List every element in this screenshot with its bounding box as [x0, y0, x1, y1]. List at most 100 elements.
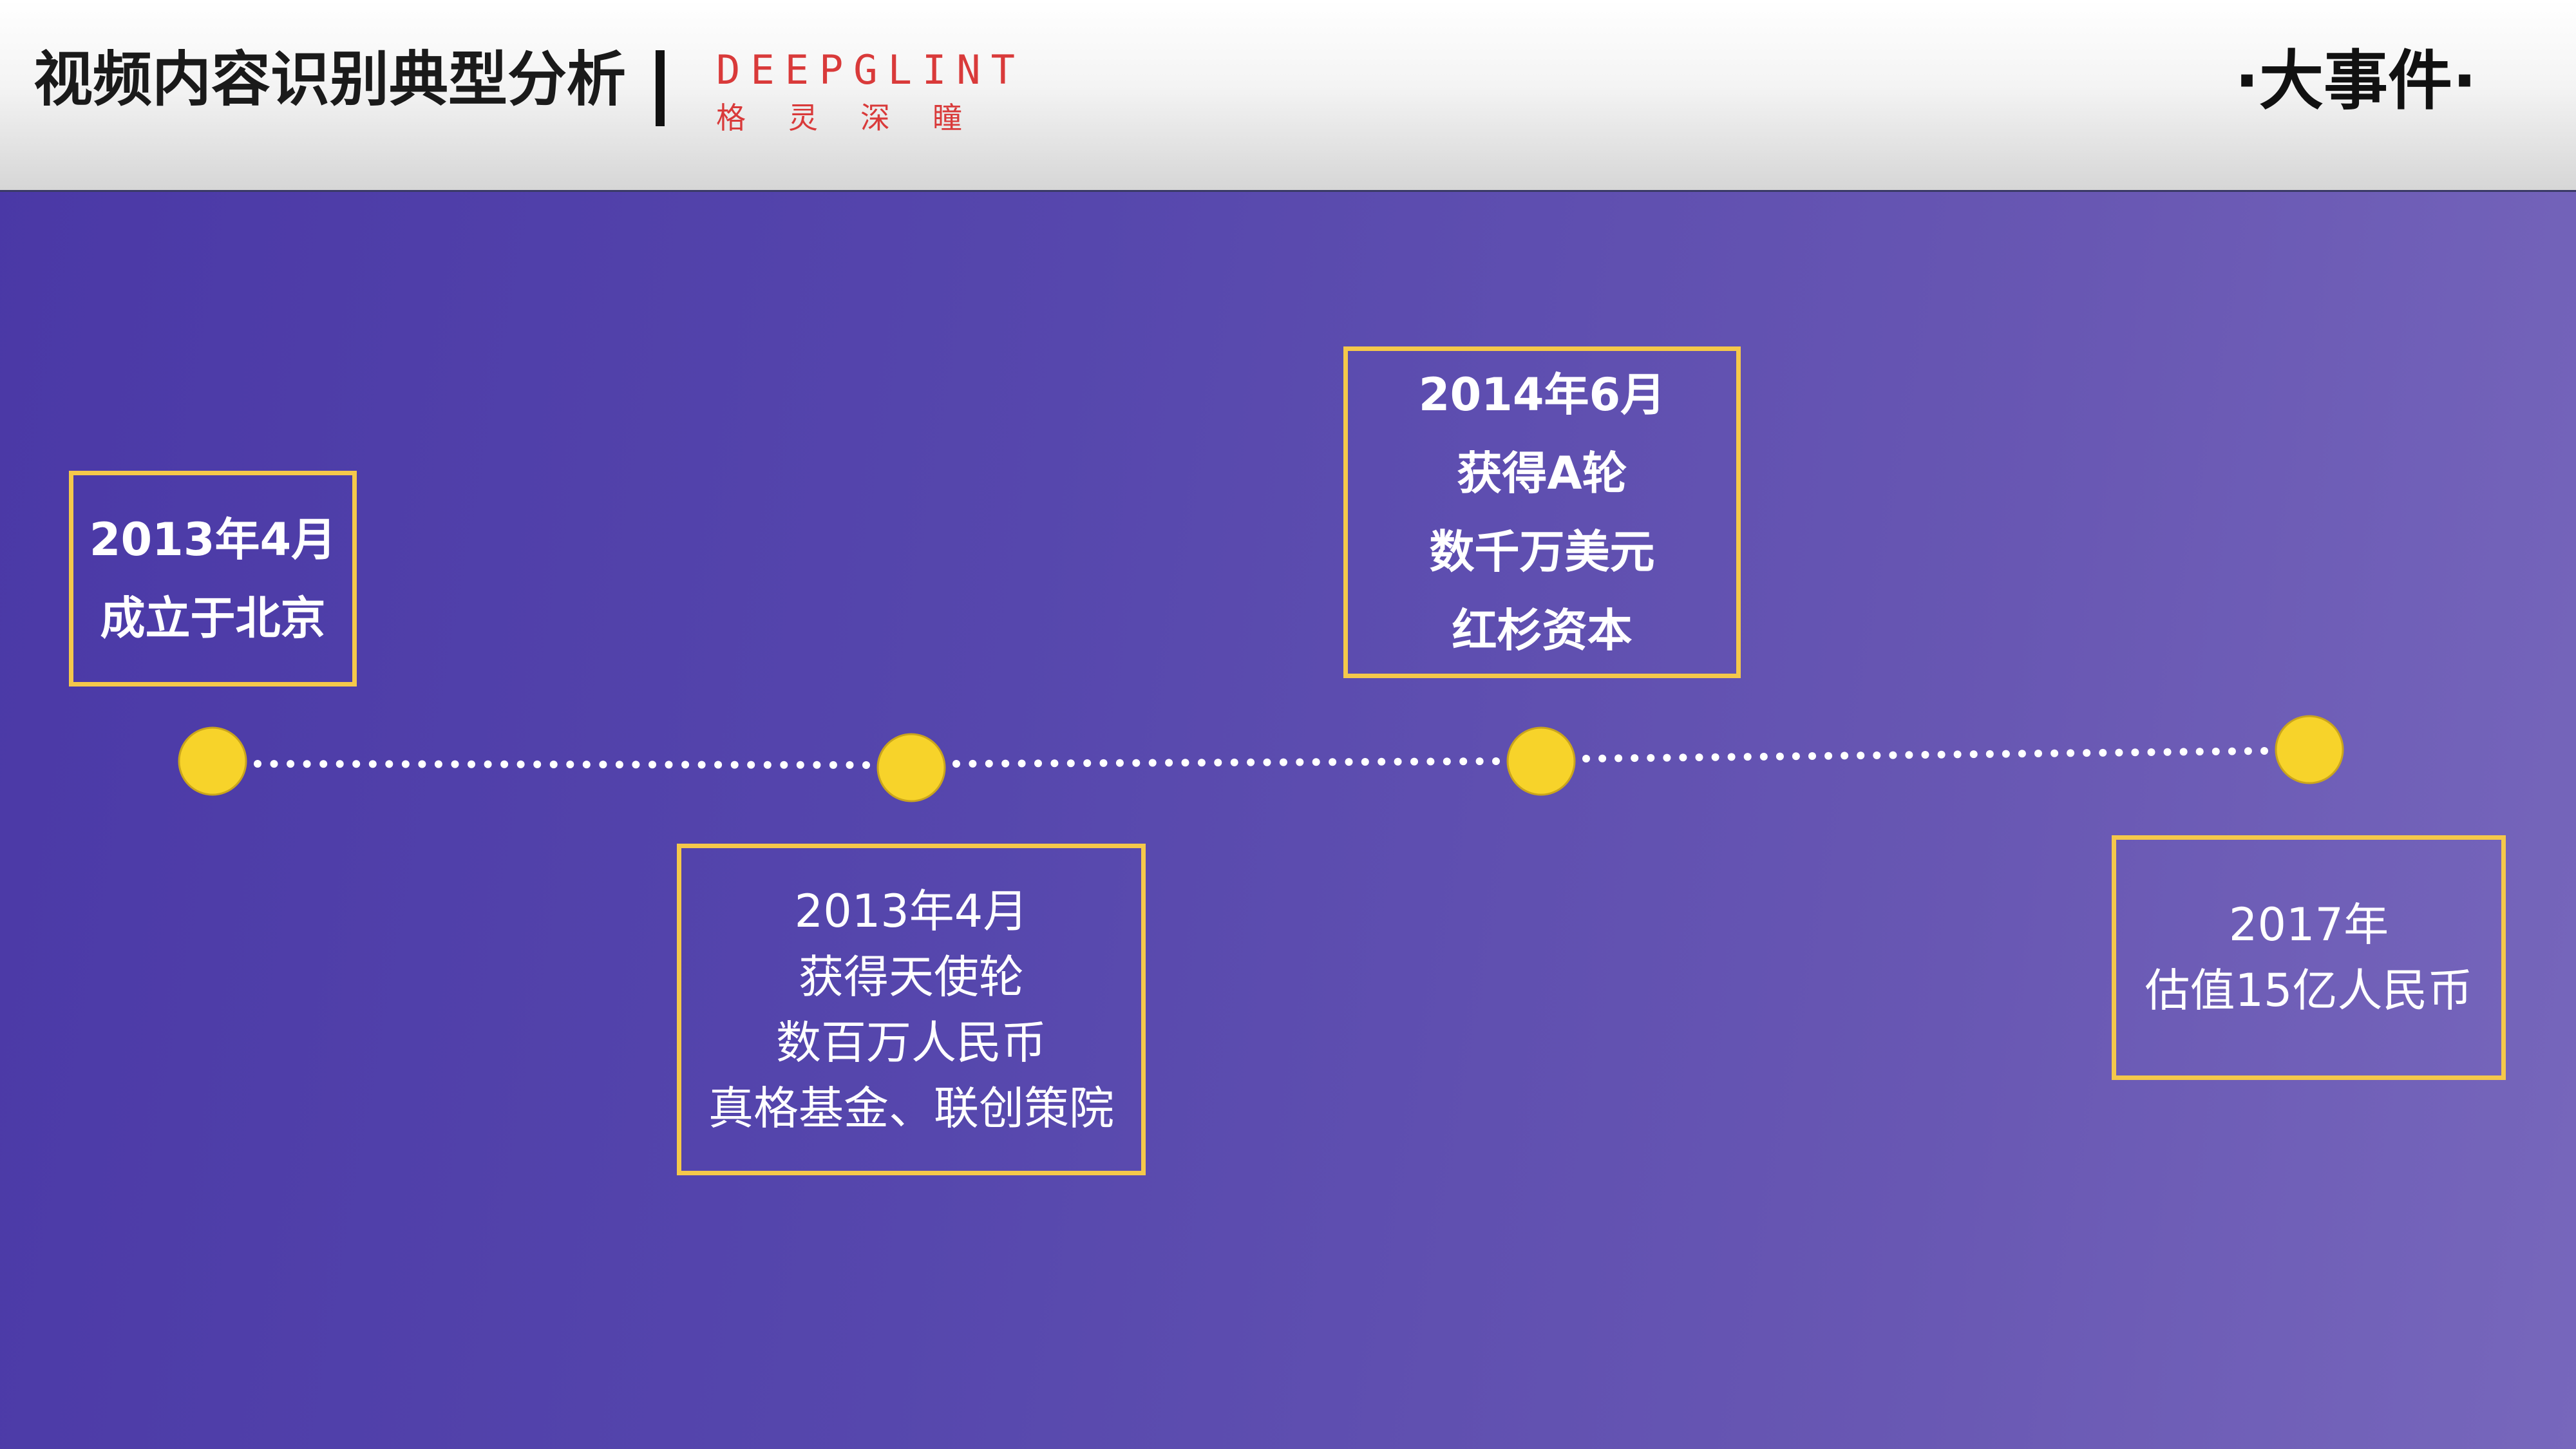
- timeline-dot-4: [2275, 715, 2344, 784]
- timeline-dot-marker: [1598, 754, 1607, 762]
- timeline-dot-marker: [862, 761, 870, 769]
- timeline-dot-marker: [649, 761, 656, 769]
- timeline-dot-marker: [2163, 748, 2172, 756]
- timeline-dot-marker: [969, 759, 977, 768]
- timeline-dot-marker: [2211, 747, 2220, 755]
- timeline-dot-marker: [516, 760, 525, 768]
- timeline-dot-marker: [952, 760, 960, 768]
- event-box-valuation: 2017年 估值15亿人民币: [2112, 835, 2506, 1080]
- event-box-angel-round: 2013年4月 获得天使轮 数百万人民币 真格基金、联创策院: [677, 844, 1146, 1175]
- timeline-dot-marker: [1263, 758, 1271, 766]
- timeline-dot-marker: [1937, 750, 1946, 759]
- event-amount: 数千万美元: [1429, 525, 1655, 578]
- timeline-dot-marker: [2067, 749, 2075, 757]
- timeline-dot-marker: [1582, 755, 1590, 762]
- timeline-dot-marker: [1985, 750, 1994, 758]
- timeline-dot-marker: [484, 760, 492, 768]
- timeline-dot-marker: [1905, 751, 1913, 759]
- timeline-dot-marker: [599, 761, 607, 769]
- timeline-dot-marker: [681, 761, 690, 769]
- timeline-dot-marker: [2050, 749, 2059, 757]
- deepglint-logo: DEEPGLINT 格灵深瞳: [716, 50, 1025, 133]
- timeline-dot-marker: [533, 760, 542, 768]
- timeline-dot-marker: [846, 761, 854, 769]
- logo-chinese: 格灵深瞳: [716, 100, 1005, 135]
- timeline-dot-marker: [1230, 758, 1238, 766]
- timeline-dot-marker: [813, 761, 821, 769]
- timeline-dot-marker: [697, 761, 706, 769]
- timeline-dot-marker: [1165, 759, 1173, 767]
- timeline-dot-marker: [730, 761, 739, 769]
- timeline-dot-marker: [1345, 758, 1353, 766]
- timeline-dot-3: [1506, 726, 1576, 796]
- timeline-dot-marker: [1921, 751, 1929, 759]
- timeline-dot-marker: [1695, 753, 1703, 761]
- timeline-dot-marker: [1410, 757, 1418, 766]
- timeline-dot-2: [876, 733, 946, 802]
- timeline-dot-marker: [1776, 752, 1784, 761]
- timeline-dot-marker: [1181, 759, 1189, 767]
- timeline-dot-marker: [1279, 758, 1287, 766]
- timeline-dot-marker: [368, 760, 377, 768]
- timeline-dot-marker: [1475, 757, 1484, 766]
- timeline-dot-marker: [780, 761, 788, 769]
- timeline-dot-marker: [2179, 748, 2188, 756]
- timeline-dot-marker: [632, 761, 640, 769]
- timeline-dot-marker: [1711, 753, 1719, 761]
- page-title: 视频内容识别典型分析: [33, 45, 627, 114]
- timeline-dot-marker: [1889, 751, 1897, 759]
- timeline-dot-marker: [401, 760, 410, 768]
- logo-english: DEEPGLINT: [716, 46, 1025, 93]
- timeline-dot-marker: [1969, 750, 1978, 759]
- timeline-connector-2: [952, 757, 1500, 768]
- timeline-dot-marker: [1459, 757, 1468, 766]
- timeline-dot-marker: [1743, 753, 1752, 761]
- event-date: 2013年4月: [794, 884, 1028, 938]
- timeline-dot-marker: [1115, 759, 1124, 767]
- timeline-dot-marker: [468, 760, 475, 768]
- timeline-dot-marker: [1378, 757, 1386, 766]
- timeline-dot-marker: [1148, 759, 1157, 767]
- event-date: 2014年6月: [1418, 368, 1666, 421]
- event-date: 2013年4月: [89, 513, 337, 566]
- event-date: 2017年: [2228, 898, 2389, 951]
- timeline-dot-marker: [1296, 758, 1304, 766]
- timeline-dot-marker: [1034, 759, 1042, 768]
- timeline-dot-marker: [2260, 747, 2268, 755]
- timeline-connector-1: [254, 760, 870, 769]
- event-round: 获得A轮: [1457, 446, 1627, 500]
- timeline-dot-marker: [2228, 747, 2236, 755]
- timeline-dot-marker: [1615, 754, 1623, 762]
- timeline-connector-3: [1582, 747, 2268, 762]
- timeline-dot-marker: [287, 760, 295, 768]
- timeline-dot-marker: [2195, 748, 2204, 756]
- timeline-dot-marker: [566, 761, 574, 768]
- timeline-dot-marker: [549, 761, 558, 768]
- timeline-dot-marker: [1679, 753, 1687, 762]
- timeline-dot-marker: [434, 760, 442, 768]
- timeline-dot-marker: [2244, 747, 2252, 755]
- timeline-dot-marker: [1050, 759, 1059, 768]
- header-bar: 视频内容识别典型分析 DEEPGLINT 格灵深瞳 ·大事件·: [0, 0, 2576, 192]
- timeline-dot-marker: [418, 760, 426, 768]
- event-box-series-a: 2014年6月 获得A轮 数千万美元 红杉资本: [1343, 346, 1741, 678]
- event-investors: 真格基金、联创策院: [708, 1081, 1114, 1135]
- timeline-dot-marker: [2115, 748, 2123, 757]
- timeline-dot-marker: [1759, 752, 1768, 761]
- timeline-dot-marker: [1808, 752, 1816, 760]
- timeline-dot-marker: [1018, 759, 1026, 768]
- timeline-dot-marker: [763, 761, 772, 769]
- timeline-dot-marker: [352, 760, 361, 768]
- timeline-dot-marker: [1099, 759, 1108, 767]
- timeline-dot-marker: [319, 760, 328, 768]
- timeline-dot-marker: [1953, 750, 1962, 759]
- timeline-dot-marker: [1663, 753, 1671, 762]
- timeline-dot-marker: [2083, 749, 2091, 757]
- timeline-dot-marker: [1214, 759, 1222, 767]
- timeline-dot-marker: [270, 760, 278, 768]
- timeline-dot-marker: [1824, 752, 1833, 760]
- timeline-dot-marker: [1631, 754, 1639, 762]
- event-valuation: 估值15亿人民币: [2145, 964, 2473, 1017]
- timeline-dot-marker: [336, 760, 344, 768]
